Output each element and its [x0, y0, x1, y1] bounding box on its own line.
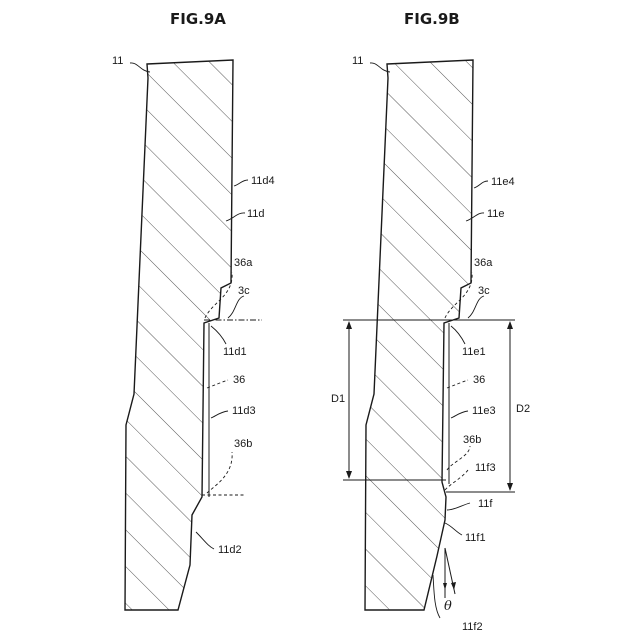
figure-9b-angle-arrow-right [451, 582, 456, 590]
figure-9a-leader-11d2 [196, 532, 214, 549]
figure-9a-leader-11d1 [211, 326, 226, 344]
figure-9b-label-11f3: 11f3 [475, 462, 496, 474]
figure-9b-d2-arrow-top [507, 321, 513, 329]
figure-9a-leader-3c [228, 296, 244, 318]
figure-9b-leader-11f [447, 503, 470, 510]
figure-9b-leader-36b [447, 446, 470, 470]
figure-9a-label-36: 36 [233, 374, 245, 386]
figure-9b-leader-36 [447, 380, 468, 388]
figure-9b-label-11e4: 11e4 [491, 176, 515, 188]
figure-9b-d1-arrow-top [346, 321, 352, 329]
figure-9b-label-3c: 3c [478, 285, 490, 297]
figure-9b-label-11f1: 11f1 [465, 532, 486, 544]
figure-9b-label-theta: θ [444, 599, 452, 614]
figure-9a-label-3c: 3c [238, 285, 250, 297]
figure-9b-leader-11e3 [451, 411, 468, 418]
figure-9b-label-d1: D1 [331, 393, 345, 405]
figure-9b: FIG.9B D1 D2 θ 11 11e4 11e 36a 3c [331, 10, 530, 633]
figure-9b-leader-11f3 [445, 470, 468, 490]
figure-9b-leader-11f1 [445, 523, 462, 535]
figure-9b-label-11e1: 11e1 [462, 346, 486, 358]
figure-9a: FIG.9A 11 11d4 11d 36a 3c 11d1 36 11d3 3… [112, 10, 275, 610]
figure-9b-leader-3c [468, 296, 484, 318]
figure-9b-label-11f2: 11f2 [462, 621, 483, 633]
figure-9b-label-36b: 36b [463, 434, 481, 446]
figure-9a-label-11d: 11d [247, 208, 265, 220]
figure-9a-label-11d1: 11d1 [223, 346, 247, 358]
figure-9b-label-36: 36 [473, 374, 485, 386]
figure-9b-d2-arrow-bottom [507, 483, 513, 491]
figure-9b-leader-11e4 [474, 181, 488, 188]
figure-9b-d1-arrow-bottom [346, 471, 352, 479]
figure-9a-label-11d3: 11d3 [232, 405, 256, 417]
figure-9a-title: FIG.9A [170, 10, 226, 28]
figure-9a-label-36a: 36a [234, 257, 253, 269]
figure-9a-leader-11d3 [211, 411, 228, 418]
figure-9a-label-11d2: 11d2 [218, 544, 242, 556]
figure-9b-angle-arrow-left [443, 583, 447, 590]
figure-9b-label-d2: D2 [516, 403, 530, 415]
figure-9a-leader-11d4 [234, 180, 248, 186]
figure-9b-label-11: 11 [352, 55, 363, 67]
figure-9a-label-11: 11 [112, 55, 123, 67]
figure-9a-label-11d4: 11d4 [251, 175, 275, 187]
figure-9b-leader-11f2 [433, 575, 440, 618]
figure-9a-leader-36b [207, 452, 232, 493]
figure-9b-cross-section [365, 60, 473, 610]
figure-9b-label-11e3: 11e3 [472, 405, 496, 417]
figure-9a-leader-36 [207, 380, 228, 388]
figure-9b-leader-11e1 [451, 326, 465, 344]
figure-9a-label-36b: 36b [234, 438, 252, 450]
figure-9a-cross-section [125, 60, 233, 610]
figure-9b-label-11e: 11e [487, 208, 505, 220]
figure-9b-title: FIG.9B [404, 10, 460, 28]
figure-9b-label-36a: 36a [474, 257, 493, 269]
figure-9b-label-11f: 11f [478, 498, 493, 510]
